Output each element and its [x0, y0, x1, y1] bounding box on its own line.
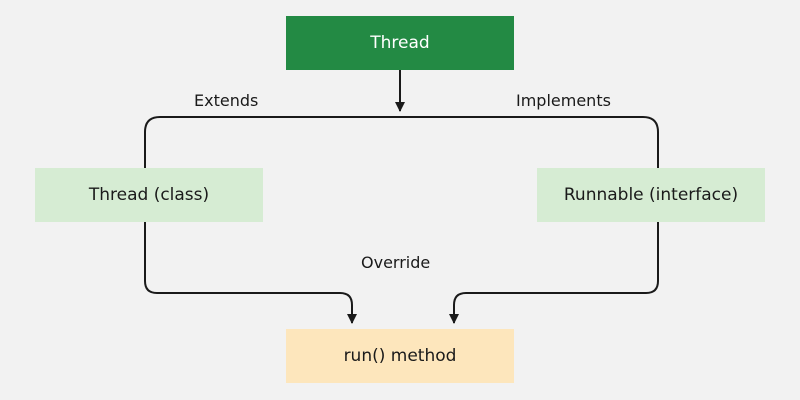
branch-line — [144, 116, 659, 168]
run-method-node: run() method — [286, 329, 514, 383]
runnable-interface-node-label: Runnable (interface) — [563, 185, 739, 205]
thread-node: Thread — [286, 16, 514, 70]
runnable-interface-node: Runnable (interface) — [537, 168, 765, 222]
arrow-interface-to-run — [449, 222, 659, 324]
override-label: Override — [361, 253, 431, 272]
run-method-node-label: run() method — [343, 346, 457, 366]
extends-label: Extends — [194, 91, 259, 110]
thread-class-node-label: Thread (class) — [88, 185, 210, 205]
implements-label: Implements — [516, 91, 611, 110]
arrow-class-to-run — [144, 222, 357, 324]
thread-node-label: Thread — [370, 33, 430, 53]
thread-class-node: Thread (class) — [35, 168, 263, 222]
